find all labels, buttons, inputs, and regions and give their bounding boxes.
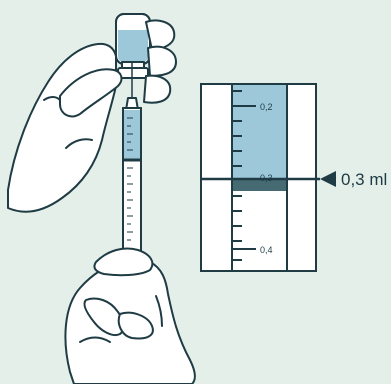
left-hand-icon: [8, 20, 176, 211]
dose-callout: 0,3 ml: [341, 170, 387, 189]
right-hand-icon: [65, 249, 194, 384]
scale-magnifier: 0,2 0,3 0,4 0,3 ml: [201, 84, 387, 271]
liquid-column: [232, 85, 287, 179]
vial-icon: [116, 14, 150, 78]
scale-label-02: 0,2: [260, 102, 273, 112]
scale-label-03: 0,3: [260, 173, 273, 183]
pointer-arrow-icon: [320, 171, 336, 187]
scale-label-04: 0,4: [260, 245, 273, 255]
